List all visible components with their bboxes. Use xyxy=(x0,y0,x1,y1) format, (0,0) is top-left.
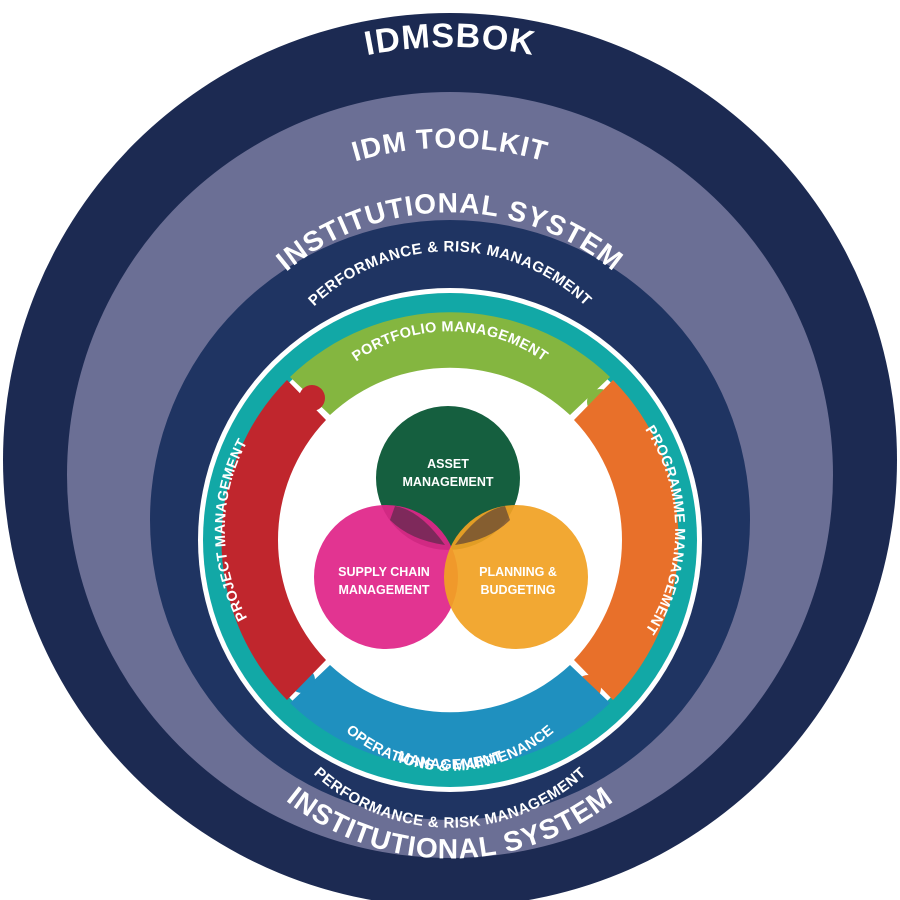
supply-chain-management-circle xyxy=(314,505,458,649)
planning-budgeting-label-line2: BUDGETING xyxy=(481,583,556,597)
venn-overlap-shade xyxy=(390,506,445,545)
portfolio-management-segment xyxy=(290,312,610,415)
operations-maintenance-segment xyxy=(290,665,610,768)
project-puzzle-knob xyxy=(299,385,325,411)
planning-budgeting-label-line1: PLANNING & xyxy=(479,565,557,579)
programme-management-segment xyxy=(574,380,679,700)
project-management-segment xyxy=(221,380,326,700)
supply-chain-label-line1: SUPPLY CHAIN xyxy=(338,565,430,579)
asset-management-label-line2: MANAGEMENT xyxy=(403,475,494,489)
asset-management-label-line1: ASSET xyxy=(427,457,469,471)
supply-chain-label-line2: MANAGEMENT xyxy=(339,583,430,597)
venn-overlap-shade-right xyxy=(455,506,510,545)
management-segments xyxy=(221,312,679,768)
venn-circles xyxy=(314,406,588,649)
planning-budgeting-circle xyxy=(444,505,588,649)
